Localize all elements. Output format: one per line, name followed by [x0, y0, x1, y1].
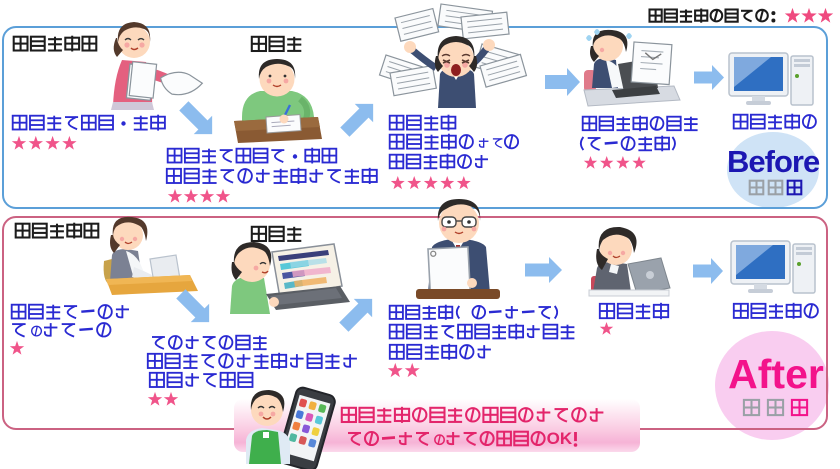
- svg-text:K: K: [560, 429, 573, 448]
- svg-text:O: O: [547, 429, 560, 448]
